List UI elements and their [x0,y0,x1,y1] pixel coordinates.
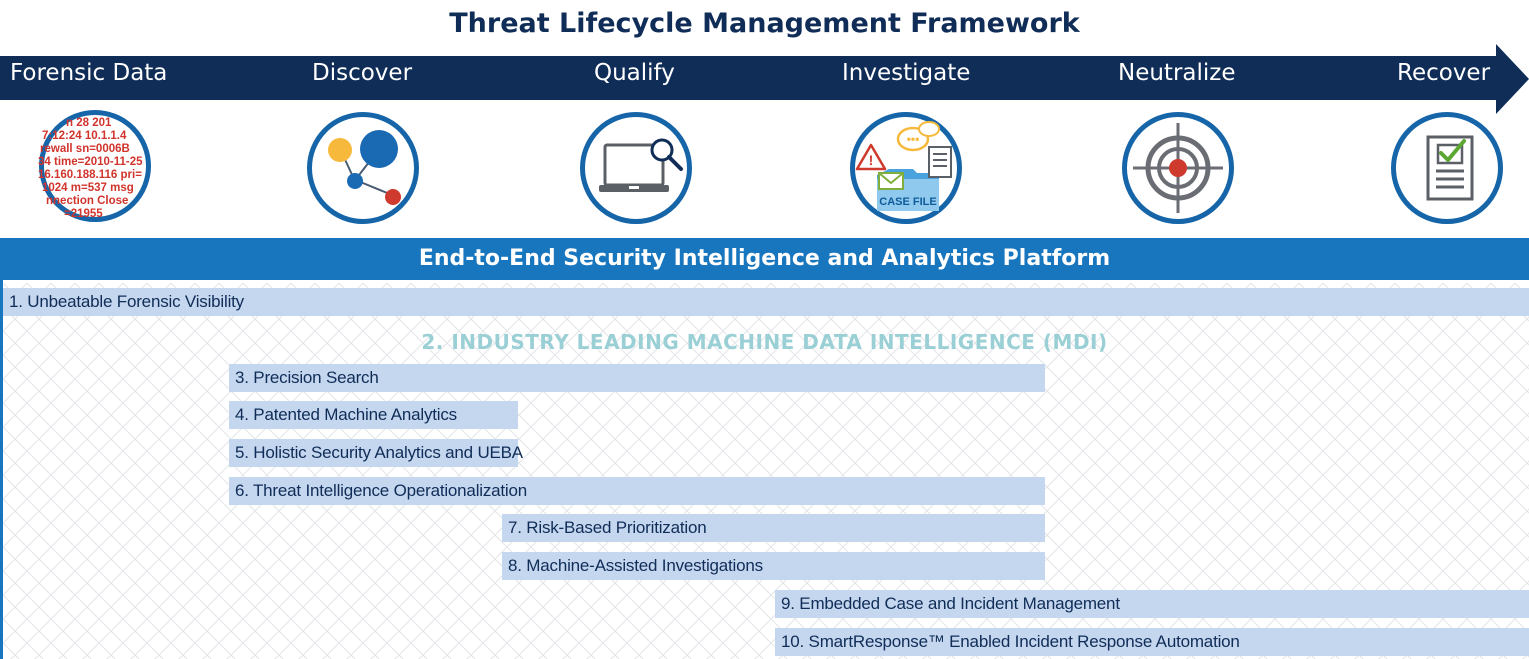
capability-bar: 1. Unbeatable Forensic Visibility [3,288,1529,316]
stage-recover: Recover [1397,60,1491,86]
capability-bar: 7. Risk-Based Prioritization [502,514,1045,542]
svg-text:•••: ••• [907,132,920,146]
capability-bar: 3. Precision Search [229,364,1045,392]
capability-bar: 9. Embedded Case and Incident Management [775,590,1529,618]
capability-bar: 10. SmartResponse™ Enabled Incident Resp… [775,628,1529,656]
target-icon [1122,112,1234,224]
checklist-icon [1391,112,1503,224]
lifecycle-arrow [0,44,1529,114]
laptop-search-icon [580,112,692,224]
case-file-label: CASE FILE [879,196,936,208]
network-nodes-icon [307,112,419,224]
log-line: =21955 [64,208,103,220]
log-line: rewall sn=0006B [40,143,130,155]
log-line: 34 time=2010-11-25 [38,156,143,168]
log-line: 1024 m=537 msg [42,182,134,194]
capability-bar: 4. Patented Machine Analytics [229,401,518,429]
log-line: 16.160.188.116 pri= [38,169,142,181]
svg-text:!: ! [869,152,874,168]
stage-investigate: Investigate [842,60,971,86]
case-file-icon: ! ••• CASE FILE [850,112,962,224]
platform-header: End-to-End Security Intelligence and Ana… [0,238,1529,280]
mdi-banner: 2. INDUSTRY LEADING MACHINE DATA INTELLI… [421,330,1108,354]
stage-discover: Discover [312,60,413,86]
stage-qualify: Qualify [594,60,675,86]
platform-left-rule [0,280,3,659]
stage-neutralize: Neutralize [1118,60,1236,86]
log-line: nnection Close [46,195,128,207]
capability-bar: 6. Threat Intelligence Operationalizatio… [229,477,1045,505]
stage-forensic-data: Forensic Data [10,60,168,86]
log-line: n 28 201 [66,117,112,129]
capability-bar: 8. Machine-Assisted Investigations [502,552,1045,580]
log-line: 7:12:24 10.1.1.4 [42,130,127,142]
framework-title: Threat Lifecycle Management Framework [449,8,1080,39]
capability-bar: 5. Holistic Security Analytics and UEBA [229,439,523,467]
log-data-icon: n 28 201 7:12:24 10.1.1.4 rewall sn=0006… [38,110,151,222]
